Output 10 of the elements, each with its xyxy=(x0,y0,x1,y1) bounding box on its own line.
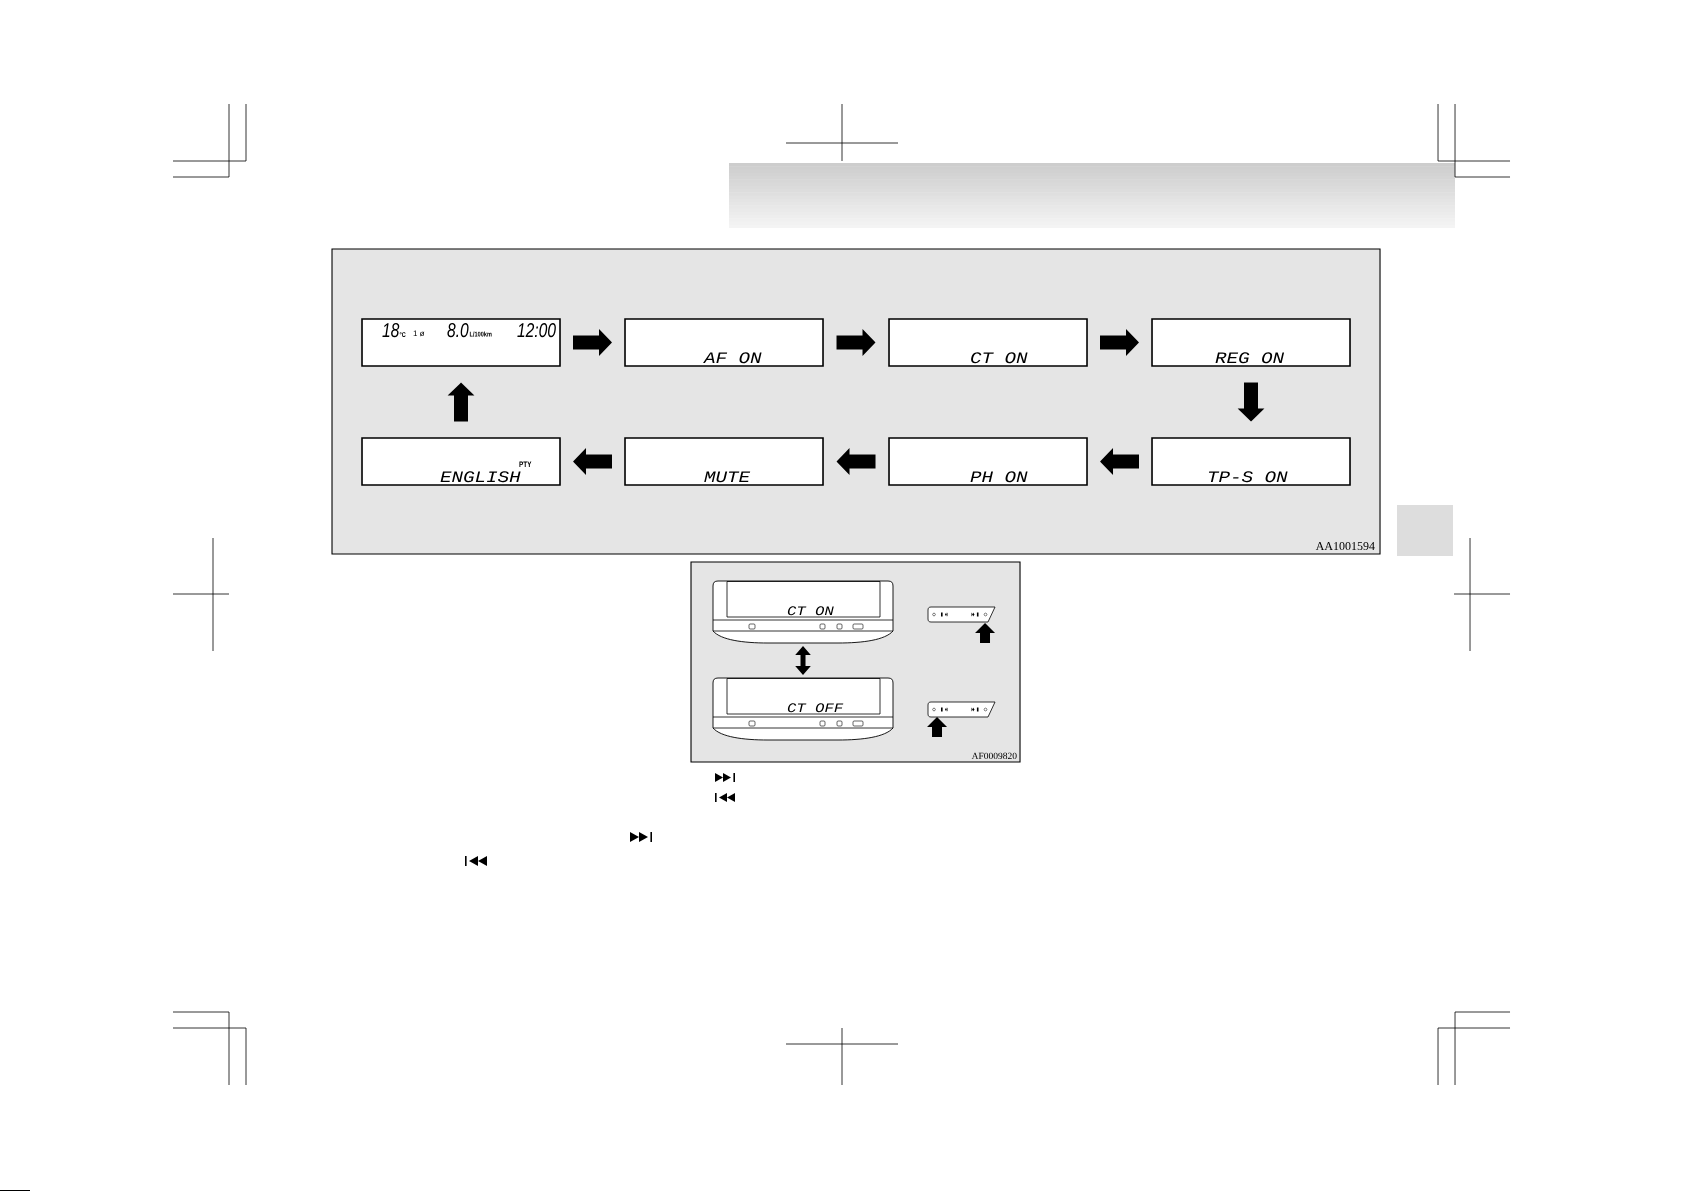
double-arrow xyxy=(795,646,811,675)
lcd-display: REG ON xyxy=(1151,318,1351,367)
radio-unit: CT ON xyxy=(712,580,894,644)
lcd-display: MUTE xyxy=(624,437,824,486)
lcd-display: TP-S ON xyxy=(1151,437,1351,486)
lcd-display: PH ON xyxy=(888,437,1088,486)
radio-unit: CT OFF xyxy=(712,677,894,741)
lcd-display: CT ON xyxy=(888,318,1088,367)
lcd-display: AF ON xyxy=(624,318,824,367)
lcd-display: PTY ENGLISH xyxy=(361,437,561,486)
